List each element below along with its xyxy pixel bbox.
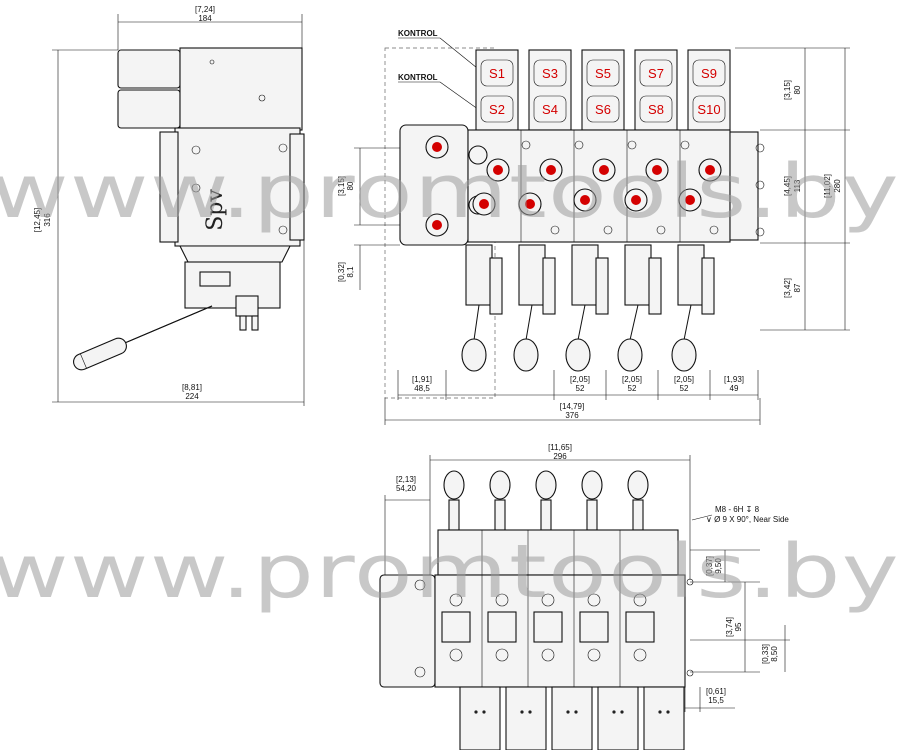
ports <box>425 135 765 237</box>
watermark-upper: www.promtools.by <box>0 149 900 235</box>
dim-inlet-offset-mm: 54,20 <box>396 484 417 493</box>
front-view: KONTROL KONTROL S1 S2 S3 <box>337 29 850 425</box>
dim-body-height-mm: 113 <box>793 179 802 192</box>
dim-side-top-mm: 184 <box>198 14 212 23</box>
dim-side-height-in: [12,45] <box>33 208 42 232</box>
dim-b-mm: 95 <box>734 622 743 631</box>
watermark-lower: www.promtools.by <box>0 529 900 615</box>
dim-pitch1-in: [1,91] <box>412 375 432 384</box>
solenoid-label-s9: S9 <box>701 66 717 81</box>
solenoid-housing <box>179 47 303 131</box>
top-levers <box>437 470 679 576</box>
dim-side-bottom-mm: 224 <box>185 392 199 401</box>
top-solenoid-boxes <box>459 686 685 750</box>
dim-port-offset-mm: 8,1 <box>346 266 355 278</box>
lever-handle <box>73 337 127 371</box>
hole-spec: M8 - 6H ↧ 8 <box>715 505 760 514</box>
outlet-section <box>729 131 759 241</box>
dim-body-height-in: [4,45] <box>783 176 792 196</box>
dim-total-width-in: [14,79] <box>560 402 584 411</box>
dim-solenoid-height-in: [3,15] <box>783 80 792 100</box>
solenoid-label-s10: S10 <box>697 102 720 117</box>
dim-pitch3-in: [2,05] <box>622 375 642 384</box>
dim-side-bottom-in: [8,81] <box>182 383 202 392</box>
dim-side-top-in: [7,24] <box>195 5 215 14</box>
dim-c-mm: 8,50 <box>770 646 779 662</box>
dim-a-mm: 9,50 <box>714 558 723 574</box>
dim-total-width-mm: 376 <box>565 411 579 420</box>
dim-pitch4-mm: 52 <box>680 384 689 393</box>
top-view: [11,65] 296 [2,13] 54,20 <box>379 443 790 750</box>
solenoid-s5-s6 <box>581 49 625 131</box>
dim-lever-height-in: [3,42] <box>783 278 792 298</box>
dim-top-width-mm: 296 <box>553 452 567 461</box>
solenoid-label-s8: S8 <box>648 102 664 117</box>
solenoid-label-s3: S3 <box>542 66 558 81</box>
kontrol-label-1: KONTROL <box>398 29 438 38</box>
dim-pitch5-in: [1,93] <box>724 375 744 384</box>
dim-side-height-mm: 316 <box>43 213 52 227</box>
dim-pitch5-mm: 49 <box>730 384 739 393</box>
lever-mechanism <box>184 261 281 309</box>
solenoid-label-s6: S6 <box>595 102 611 117</box>
solenoid-label-s2: S2 <box>489 102 505 117</box>
dim-d-mm: 15,5 <box>708 696 724 705</box>
dim-inlet-height-mm: 80 <box>346 181 355 190</box>
dim-pitch3-mm: 52 <box>628 384 637 393</box>
dim-lever-height-mm: 87 <box>793 283 802 292</box>
solenoid-label-s5: S5 <box>595 66 611 81</box>
chamfer-spec: ∨ Ø 9 X 90°, Near Side <box>706 515 789 524</box>
solenoid-s1-s2 <box>475 49 519 131</box>
lever-knob-4 <box>617 338 643 372</box>
dim-solenoid-height-mm: 80 <box>793 85 802 94</box>
kontrol-label-2: KONTROL <box>398 73 438 82</box>
dim-c-in: [0,33] <box>761 644 770 664</box>
solenoid-coil-upper <box>117 49 181 89</box>
dim-pitch2-mm: 52 <box>576 384 585 393</box>
solenoid-array: S1 S2 S3 S4 S5 S6 S7 S8 S9 S10 <box>475 49 731 131</box>
dim-port-offset-in: [0,32] <box>337 262 346 282</box>
solenoid-label-s7: S7 <box>648 66 664 81</box>
solenoid-label-s4: S4 <box>542 102 558 117</box>
valve-side-plate <box>159 131 179 243</box>
brand-logo: Spv <box>203 189 228 231</box>
solenoid-s7-s8 <box>634 49 678 131</box>
dim-pitch2-in: [2,05] <box>570 375 590 384</box>
solenoid-s9-s10 <box>687 49 731 131</box>
dim-total-height-mm: 280 <box>833 179 842 193</box>
dim-b-in: [3,74] <box>725 617 734 637</box>
dim-pitch4-in: [2,05] <box>674 375 694 384</box>
lever-knob-5 <box>671 338 697 372</box>
dim-a-in: [0,37] <box>705 556 714 576</box>
dim-total-height-in: [11,02] <box>823 174 832 198</box>
dim-pitch1-mm: 48,5 <box>414 384 430 393</box>
side-view: [7,24] 184 [12,45] 316 Spv <box>33 5 305 406</box>
solenoid-coil-lower <box>117 89 181 129</box>
lever-knob-1 <box>461 338 487 372</box>
dim-inlet-offset-in: [2,13] <box>396 475 416 484</box>
lever-knob-2 <box>513 338 539 372</box>
spool-levers <box>461 244 715 372</box>
solenoid-s3-s4 <box>528 49 572 131</box>
dim-d-in: [0,61] <box>706 687 726 696</box>
lever-knob-3 <box>565 338 591 372</box>
dim-top-width-in: [11,65] <box>548 443 572 452</box>
solenoid-label-s1: S1 <box>489 66 505 81</box>
watermarks: www.promtools.by www.promtools.by <box>0 149 900 615</box>
dim-inlet-height-in: [3,15] <box>337 176 346 196</box>
